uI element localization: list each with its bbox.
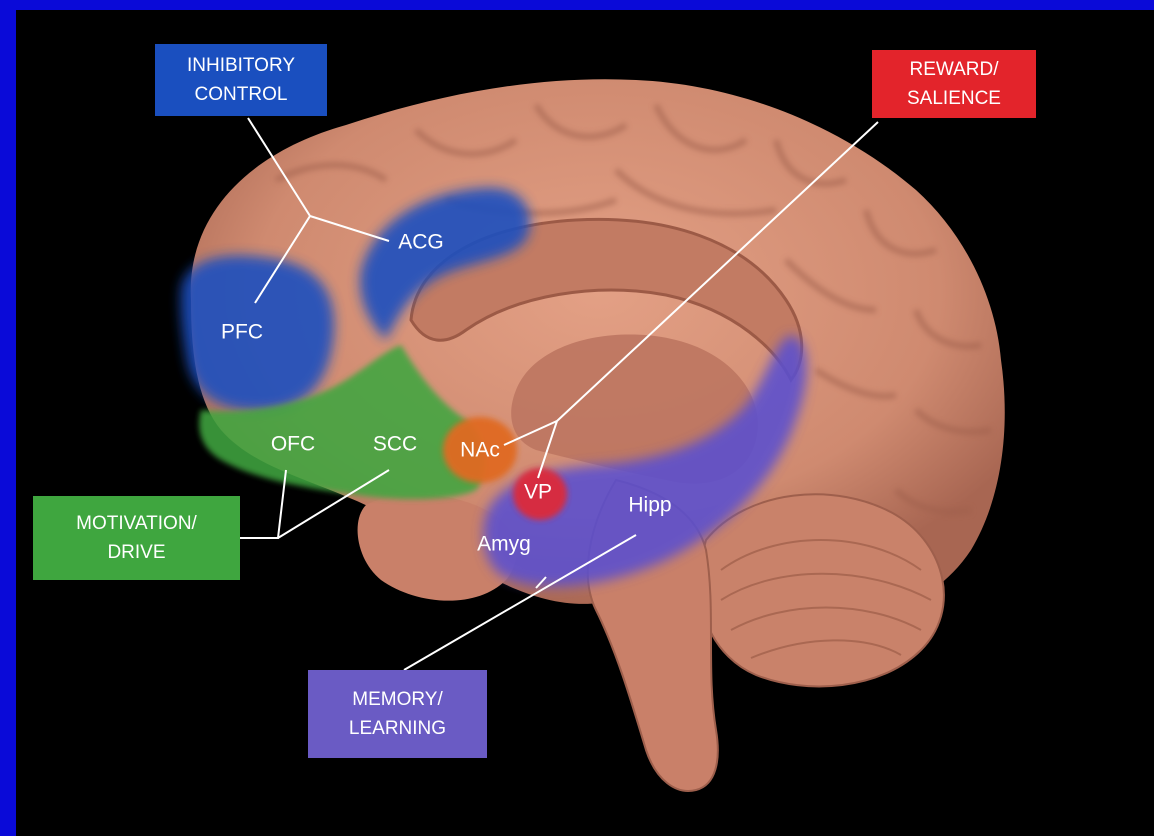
memory-connector — [403, 534, 637, 671]
vp-label: VP — [524, 481, 552, 504]
motivation-connector — [240, 469, 390, 539]
memory-line-1: MEMORY/ — [352, 689, 443, 710]
inhibitory-connector — [247, 117, 390, 304]
cerebellum-folia — [720, 539, 932, 659]
memory-region — [483, 335, 807, 587]
nac-label: NAc — [460, 439, 500, 462]
brain-diagram: ACG PFC OFC SCC NAc VP Hipp Amyg — [180, 79, 1005, 792]
reward-connector — [503, 121, 879, 479]
acg-label: ACG — [398, 231, 444, 254]
motivation-line-1: MOTIVATION/ — [76, 513, 197, 534]
diagram-stage: ACG PFC OFC SCC NAc VP Hipp Amyg INHIBIT… — [16, 10, 1154, 836]
ofc-label: OFC — [271, 433, 315, 456]
reward-salience-box: REWARD/ SALIENCE — [872, 50, 1036, 118]
motivation-region — [199, 345, 485, 500]
cerebellum — [698, 493, 945, 688]
vp-region — [513, 468, 567, 520]
inhibitory-line-1: INHIBITORY — [186, 55, 296, 76]
reward-line-2: SALIENCE — [907, 88, 1001, 109]
inhibitory-control-box: INHIBITORY CONTROL — [155, 44, 327, 116]
acg-region — [360, 187, 531, 340]
hipp-label: Hipp — [628, 494, 671, 517]
reward-line-1: REWARD/ — [909, 59, 999, 80]
gyri-texture — [274, 103, 992, 515]
inhibitory-line-2: CONTROL — [194, 84, 288, 105]
temporal-lobe — [357, 494, 517, 601]
nac-region — [443, 417, 517, 483]
pfc-label: PFC — [221, 321, 263, 344]
pfc-region — [180, 255, 335, 411]
memory-learning-box: MEMORY/ LEARNING — [308, 670, 487, 758]
amyg-label: Amyg — [477, 533, 531, 556]
motivation-line-2: DRIVE — [107, 542, 166, 563]
region-overlays — [180, 187, 807, 587]
memory-line-2: LEARNING — [348, 718, 447, 739]
scc-label: SCC — [373, 433, 417, 456]
connector-lines — [240, 117, 879, 671]
motivation-drive-box: MOTIVATION/ DRIVE — [33, 496, 240, 580]
